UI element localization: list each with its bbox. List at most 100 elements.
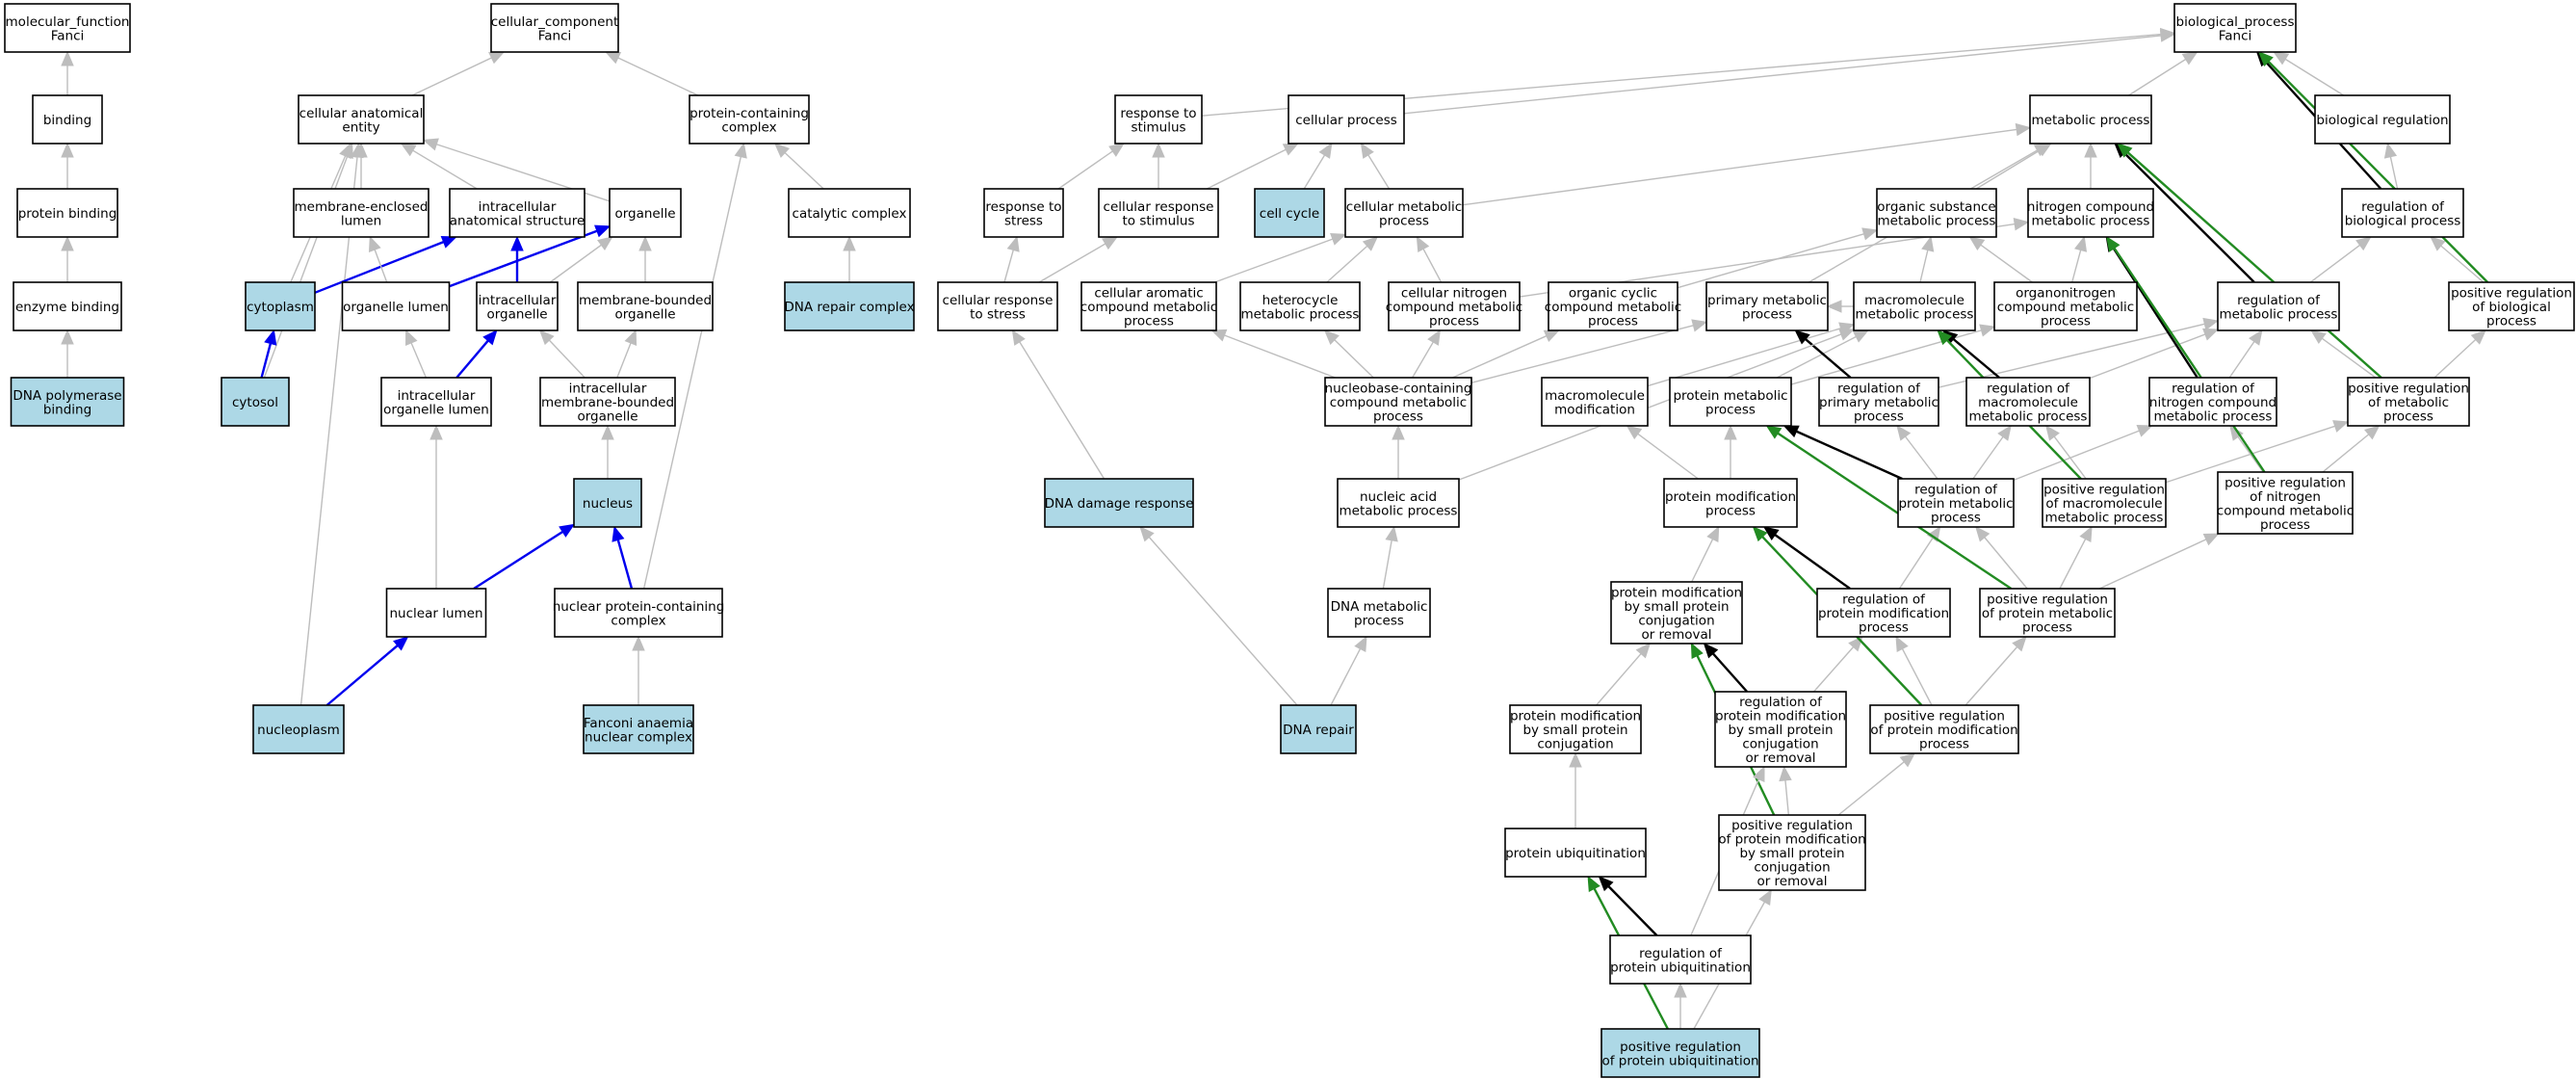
node-label-line: conjugation	[1754, 860, 1830, 876]
node-label-line: of protein modification	[1718, 832, 1865, 848]
edge-is-a-cytosol-to-cell-anat-entity	[263, 142, 353, 379]
edge-is-a-binding-to-mf-root	[61, 50, 74, 95]
go-term-node-dna-repair[interactable]: DNA repair	[1280, 704, 1357, 754]
node-label-line: molecular_function	[6, 14, 130, 30]
edge-is-a-intracellular-organelle-to-organelle	[549, 236, 613, 283]
go-term-node-cellular-process[interactable]: cellular process	[1288, 94, 1405, 145]
go-term-node-nuclear-lumen[interactable]: nuclear lumen	[385, 588, 487, 638]
go-term-node-organelle[interactable]: organelle	[609, 188, 682, 238]
node-label-line: process	[1354, 613, 1404, 628]
node-box	[293, 188, 429, 238]
node-label-line: organelle lumen	[343, 300, 449, 315]
node-label-line: catalytic complex	[793, 206, 907, 222]
go-term-node-enzyme-binding[interactable]: enzyme binding	[13, 281, 122, 331]
edge-positively-regulates-positive-regulation-of-metabolic-to-metabolic-process	[2117, 143, 2382, 379]
go-term-node-dna-damage-response[interactable]: DNA damage response	[1044, 478, 1194, 528]
go-term-node-catalytic-complex[interactable]: catalytic complex	[788, 188, 911, 238]
edge-is-a-cellular-response-to-stress-to-response-to-stress	[1003, 235, 1020, 283]
go-term-node-nucleoplasm[interactable]: nucleoplasm	[252, 704, 345, 754]
node-label-line: positive regulation	[1731, 818, 1853, 833]
edge-is-a-positive-regulation-of-protein-metabolic-to-regulation-of-protein-metabolic	[1975, 526, 2028, 590]
go-term-node-cell-cycle[interactable]: cell cycle	[1254, 188, 1325, 238]
go-term-node-protein-ubiquitination[interactable]: protein ubiquitination	[1504, 828, 1647, 878]
node-label-line: cellular nitrogen	[1401, 286, 1507, 302]
go-term-node-nucleus[interactable]: nucleus	[573, 478, 642, 528]
go-term-node-organelle-lumen[interactable]: organelle lumen	[341, 281, 451, 331]
go-term-node-biological-regulation[interactable]: biological regulation	[2314, 94, 2451, 145]
go-term-node-dna-repair-complex[interactable]: DNA repair complex	[784, 281, 915, 331]
node-box	[449, 188, 585, 238]
go-term-node-cytosol[interactable]: cytosol	[221, 377, 290, 427]
node-box	[2173, 3, 2297, 53]
edge-is-a-nucleobase-containing-compound-metabolic-to-primary-metabolic	[1470, 319, 1708, 384]
node-box	[1609, 934, 1752, 985]
go-term-node-protein-binding[interactable]: protein binding	[16, 188, 118, 238]
edge-part-of-nuclear-protein-complex-to-nucleus	[611, 525, 634, 590]
node-label-line: compound metabolic	[1545, 300, 1681, 315]
node-label-line: response to	[985, 199, 1061, 215]
node-label-line: conjugation	[1537, 737, 1613, 752]
node-box	[577, 281, 714, 331]
node-box	[1816, 588, 1951, 638]
edge-is-a-positive-regulation-of-metabolic-to-positive-regulation-of-biological	[2433, 329, 2486, 379]
node-label-line: process	[1919, 737, 1969, 752]
go-term-node-metabolic-process[interactable]: metabolic process	[2029, 94, 2152, 145]
go-term-node-cytoplasm[interactable]: cytoplasm	[245, 281, 316, 331]
go-term-node-binding[interactable]: binding	[32, 94, 103, 145]
edge-is-a-nucleobase-containing-compound-metabolic-to-cellular-nitrogen-compound-metabolic	[1412, 329, 1441, 379]
